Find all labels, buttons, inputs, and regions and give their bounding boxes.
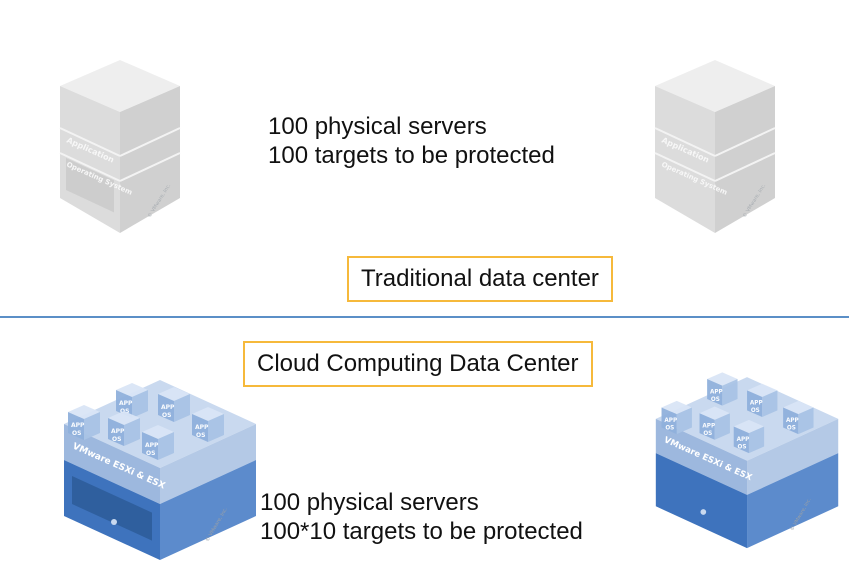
cloud-data-center-label: Cloud Computing Data Center (243, 341, 593, 387)
svg-text:OS: OS (146, 450, 155, 457)
svg-text:OS: OS (72, 430, 81, 437)
svg-text:APP: APP (71, 422, 85, 429)
svg-text:APP: APP (737, 437, 750, 443)
svg-text:OS: OS (703, 431, 712, 437)
svg-text:APP: APP (145, 442, 159, 449)
virtualized-server-right-icon: VMware ESXi & ESX © VMware, Inc. APP OS … (655, 372, 839, 549)
physical-server-left-icon: Application Operating System © VMware, I… (59, 60, 181, 233)
svg-text:OS: OS (112, 436, 121, 443)
section-divider (0, 316, 849, 318)
svg-text:OS: OS (711, 397, 720, 403)
svg-text:APP: APP (119, 400, 133, 407)
svg-text:OS: OS (751, 408, 760, 414)
svg-text:APP: APP (161, 404, 175, 411)
svg-text:APP: APP (111, 428, 125, 435)
cloud-caption: 100 physical servers 100*10 targets to b… (260, 488, 583, 546)
traditional-data-center-label: Traditional data center (347, 256, 613, 302)
svg-text:APP: APP (664, 418, 677, 424)
svg-text:APP: APP (195, 424, 209, 431)
svg-text:OS: OS (162, 412, 171, 419)
cloud-servers-line: 100 physical servers (260, 489, 479, 516)
svg-text:OS: OS (196, 432, 205, 439)
svg-text:APP: APP (710, 389, 723, 395)
cloud-targets-line: 100*10 targets to be protected (260, 518, 583, 545)
physical-server-right-icon: Application Operating System © VMware, I… (654, 60, 776, 233)
svg-text:APP: APP (750, 401, 763, 407)
svg-text:APP: APP (786, 418, 799, 424)
virtualized-server-left-icon: VMware ESXi & ESX © VMware, Inc. APP OS … (64, 380, 256, 560)
svg-text:OS: OS (665, 425, 674, 431)
traditional-caption: 100 physical servers 100 targets to be p… (268, 112, 555, 170)
traditional-servers-line: 100 physical servers (268, 113, 487, 140)
svg-text:OS: OS (738, 444, 747, 450)
traditional-targets-line: 100 targets to be protected (268, 142, 555, 169)
svg-text:OS: OS (787, 425, 796, 431)
svg-text:APP: APP (702, 423, 715, 429)
